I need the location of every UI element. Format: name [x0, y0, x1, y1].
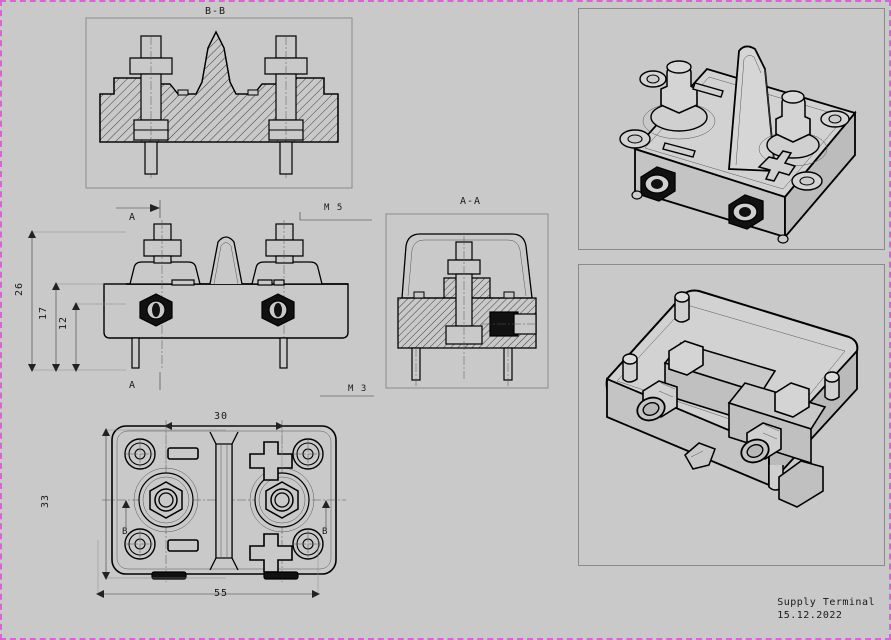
isometric-bottom-viewport[interactable] [578, 264, 885, 566]
section-bb-label: B-B [205, 6, 227, 17]
isometric-top-viewport[interactable] [578, 8, 885, 250]
dimension-width-inner: 30 [214, 411, 229, 422]
plan-dimensions-group [96, 422, 330, 598]
minus-marking-icon-3d [662, 82, 724, 158]
plus-marking-icon [249, 441, 293, 573]
dimension-height-plan: 33 [40, 493, 51, 508]
dimension-height-mid: 17 [38, 305, 49, 320]
drawing-date: 15.12.2022 [777, 610, 843, 621]
dimension-width-overall: 55 [214, 588, 229, 599]
vertical-dimensions-group [28, 230, 126, 372]
section-bb-view [85, 17, 353, 189]
plus-marking-icon-3d [757, 150, 797, 182]
front-elevation-view [103, 220, 349, 369]
dimension-height-overall: 26 [14, 281, 25, 296]
section-mark-a-top: A [129, 212, 137, 223]
section-aa-label: A-A [460, 196, 482, 207]
thread-callout-m5: M 5 [324, 203, 344, 213]
title-block: Supply Terminal 15.12.2022 [777, 596, 875, 622]
thread-callout-m5-leader [299, 212, 372, 221]
minus-marking-icon [167, 447, 199, 552]
thread-callout-m3: M 3 [348, 384, 368, 394]
dimension-height-body: 12 [58, 315, 69, 330]
section-aa-view [385, 213, 549, 389]
top-plan-view [102, 420, 346, 582]
section-arrow-a-bottom [159, 372, 161, 390]
section-arrow-a-top [116, 200, 161, 218]
isometric-bottom-view [605, 289, 859, 508]
thread-callout-m3-leader [320, 395, 374, 397]
drawing-title: Supply Terminal [777, 597, 875, 608]
terminal-positive [249, 467, 315, 533]
terminal-negative [133, 467, 199, 533]
section-mark-a-bottom: A [129, 380, 137, 391]
isometric-top-view [619, 45, 857, 244]
section-mark-b-left: B [122, 527, 129, 537]
section-mark-b-right: B [322, 527, 329, 537]
